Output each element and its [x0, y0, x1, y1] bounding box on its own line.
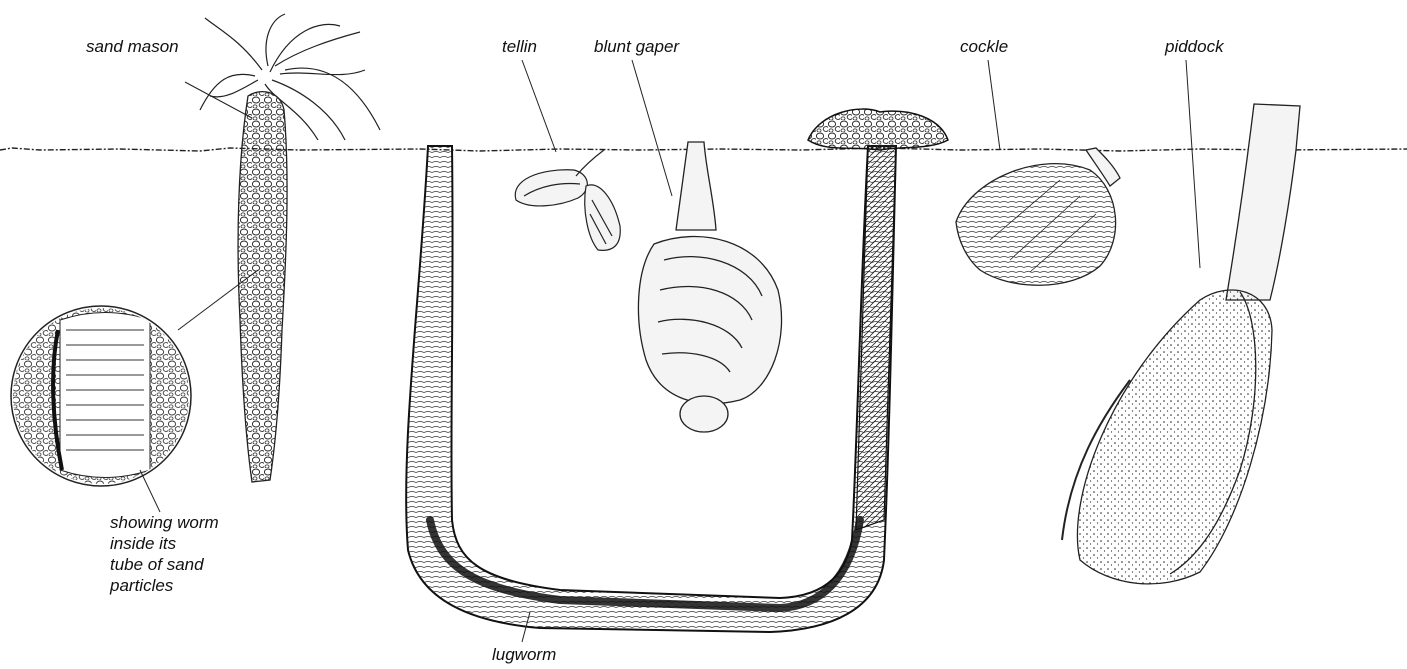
label-cockle: cockle [960, 36, 1008, 57]
sand-mason-tube [238, 92, 287, 482]
label-lugworm: lugworm [492, 644, 556, 665]
blunt-gaper-clam [638, 142, 781, 432]
label-tellin: tellin [502, 36, 537, 57]
sand-mason-worm [200, 14, 380, 140]
cockle-pointer [988, 60, 1000, 150]
label-piddock: piddock [1165, 36, 1224, 57]
blunt-gaper-pointer [632, 60, 672, 196]
worm-note-line: showing worm [110, 512, 219, 533]
sand-mason-pointer [185, 82, 252, 118]
lugworm-dark-shaft [856, 146, 896, 530]
worm-note-line: inside its [110, 533, 219, 554]
piddock-pointer [1186, 60, 1200, 268]
lugworm-cast [808, 109, 948, 150]
inset-note-pointer [140, 470, 160, 512]
worm-inset-magnifier [10, 306, 192, 486]
tellin-pointer [522, 60, 556, 152]
worm-note-line: tube of sand [110, 554, 219, 575]
worm-note-line: particles [110, 575, 219, 596]
label-blunt-gaper: blunt gaper [594, 36, 679, 57]
cockle-shell [956, 148, 1120, 285]
label-sand-mason: sand mason [86, 36, 179, 57]
lugworm-burrow [406, 146, 896, 632]
label-worm-note: showing worm inside its tube of sand par… [110, 512, 219, 596]
tellin-shells [515, 150, 620, 250]
